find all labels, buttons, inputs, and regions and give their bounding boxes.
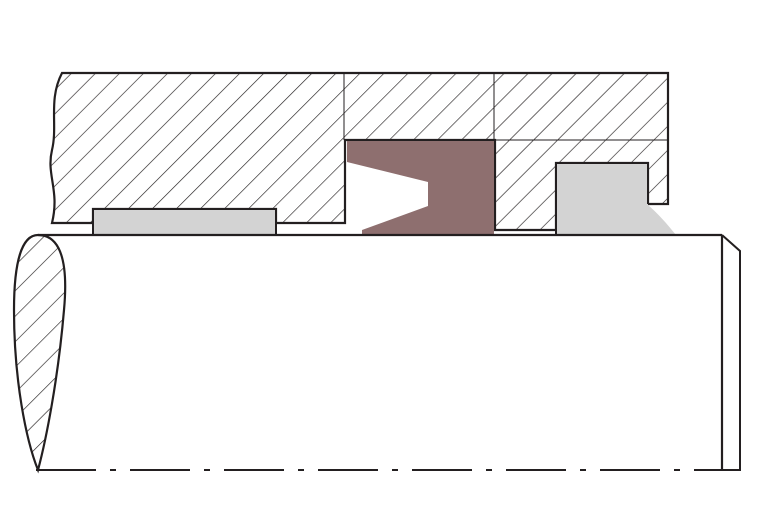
- housing: [49, 71, 670, 232]
- piston-rod: [38, 233, 741, 471]
- rod-chamfer: [721, 234, 741, 471]
- wiper-seal: [556, 163, 676, 235]
- lip-seal: [347, 141, 494, 235]
- rod-break-section: [12, 233, 67, 474]
- housing-body: [49, 71, 670, 232]
- wiper-seal-outline: [555, 162, 649, 235]
- guide-strip: [92, 208, 277, 236]
